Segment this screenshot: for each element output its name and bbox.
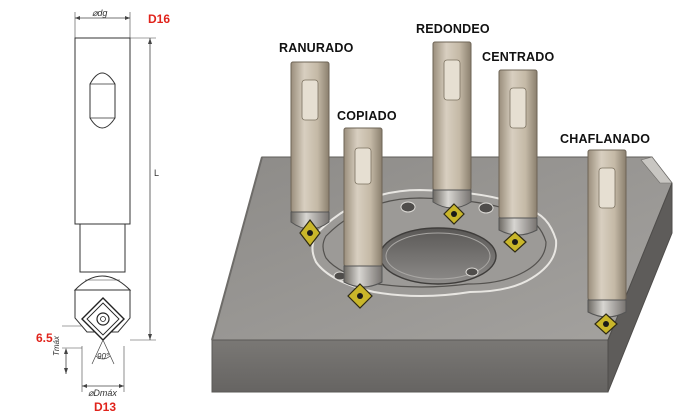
label-redondeo: REDONDEO <box>416 22 490 36</box>
drawing-flat <box>89 72 116 129</box>
label-centrado: CENTRADO <box>482 50 555 64</box>
bottom-code-label: D13 <box>94 400 117 414</box>
cutter-copiado <box>343 127 383 309</box>
label-ranurado: RANURADO <box>279 41 354 55</box>
small-hole <box>465 267 479 277</box>
drawing-neck <box>79 223 126 273</box>
height-code-label: 6.5 <box>36 331 53 345</box>
drawing-shank <box>74 37 131 225</box>
bottom-diameter-label: ⌀Dmáx <box>88 388 117 398</box>
cutter-chaflanado <box>587 149 627 335</box>
length-label: L <box>154 168 160 178</box>
label-copiado: COPIADO <box>337 109 397 123</box>
angle-label: 90° <box>97 352 110 361</box>
cutter-centrado <box>498 69 538 253</box>
label-chaflanado: CHAFLANADO <box>560 132 651 146</box>
technical-drawing <box>62 12 156 392</box>
cutter-ranurado <box>290 61 330 247</box>
drawing-insert <box>81 297 125 341</box>
small-hole <box>478 202 494 214</box>
central-bore <box>379 227 497 285</box>
top-diameter-label: ⌀dg <box>92 8 108 18</box>
cutter-redondeo <box>432 41 472 225</box>
small-hole <box>400 201 416 213</box>
tmax-label: Tmáx <box>52 336 61 356</box>
top-code-label: D16 <box>148 12 171 26</box>
